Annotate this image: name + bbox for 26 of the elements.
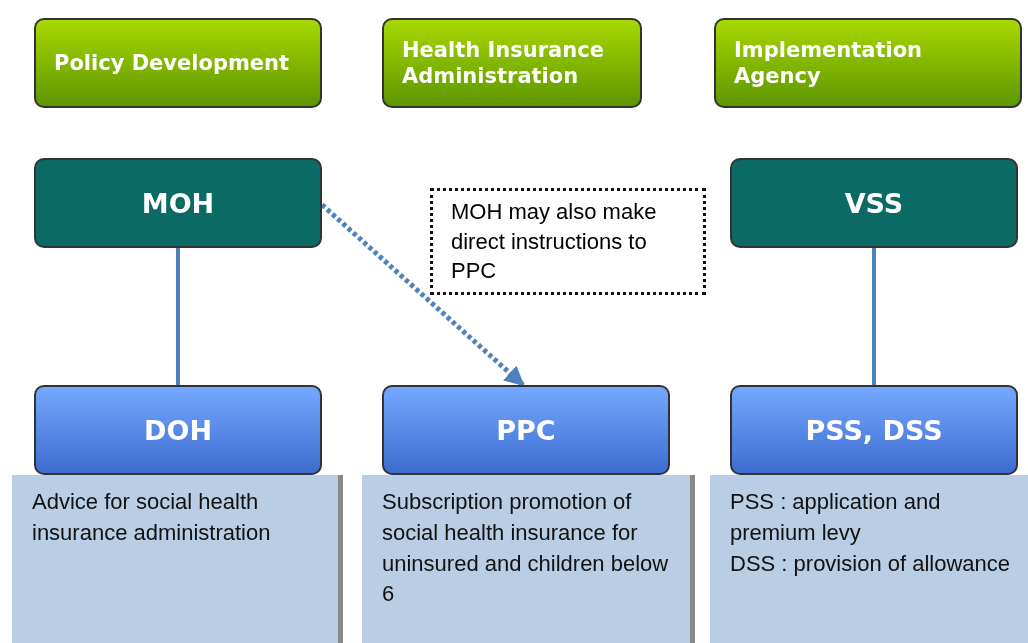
- header-text: Implementation Agency: [734, 36, 924, 90]
- connector-line: [872, 248, 876, 385]
- note-text: MOH may also make direct instructions to PPC: [451, 197, 658, 286]
- organization-box: [730, 385, 1018, 475]
- description-panel: [710, 475, 1028, 643]
- column-header: [714, 18, 1022, 108]
- organization-box: [34, 158, 322, 248]
- description-text: Advice for social health insurance administration: [32, 488, 272, 547]
- organization-name: MOH: [141, 187, 215, 219]
- header-text: Health Insurance Administration: [402, 36, 605, 90]
- organization-name: DOH: [144, 414, 212, 446]
- dotted-arrow: [320, 202, 525, 387]
- column-header: [382, 18, 642, 108]
- organization-box: [34, 385, 322, 475]
- connector-line: [176, 248, 180, 385]
- description-text: Subscription promotion of social health insurance for uninsured and children below 6: [382, 488, 670, 609]
- description-text: PSS : application and premium levy: [730, 488, 942, 547]
- organization-box: [730, 158, 1018, 248]
- organization-box: [382, 385, 670, 475]
- organization-name: PSS, DSS: [805, 414, 943, 446]
- header-text: Policy Development: [54, 49, 291, 77]
- organization-name: VSS: [844, 187, 904, 219]
- column-header: [34, 18, 322, 108]
- note-box: [430, 188, 706, 295]
- description-text: DSS : provision of allowance: [730, 549, 1012, 578]
- organization-name: PPC: [496, 414, 556, 446]
